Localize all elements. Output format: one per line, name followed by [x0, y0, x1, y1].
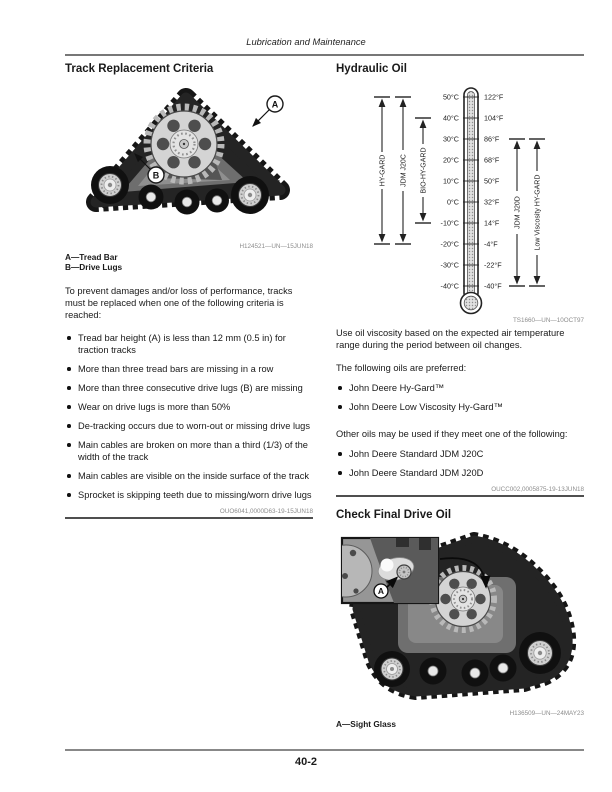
c-tick: 0°C: [447, 198, 459, 207]
c-tick: 10°C: [443, 177, 459, 186]
list-item: John Deere Low Viscosity Hy-Gard™: [336, 401, 584, 413]
right-column: Hydraulic Oil HY-GARD: [336, 63, 584, 743]
f-tick: -40°F: [484, 282, 502, 291]
c-tick: 50°C: [443, 93, 459, 102]
sight-glass: [396, 564, 412, 580]
section-separator: [65, 517, 313, 519]
list-item: Main cables are visible on the inside su…: [65, 470, 313, 482]
mid-rollers: [138, 184, 229, 215]
figure2-legend: A—Sight Glass: [336, 719, 584, 730]
legend-sight-glass: A—Sight Glass: [336, 719, 396, 729]
right-idler-wheel: [231, 176, 269, 214]
section-separator: [336, 495, 584, 497]
callout-a-label: A: [272, 99, 279, 109]
list-item: Wear on drive lugs is more than 50%: [65, 401, 313, 413]
section-heading-hydraulic-oil: Hydraulic Oil: [336, 63, 407, 75]
callout-a: A: [373, 583, 389, 599]
f-tick: 104°F: [484, 114, 504, 123]
list-item: Sprocket is skipping teeth due to missin…: [65, 489, 313, 501]
section-heading-track-replacement: Track Replacement Criteria: [65, 63, 214, 75]
c-tick: -10°C: [441, 219, 459, 228]
f-tick: 32°F: [484, 198, 500, 207]
list-item: More than three tread bars are missing i…: [65, 363, 313, 375]
legend-tread-bar: A—Tread Bar: [65, 252, 118, 262]
right-idler-wheel: [519, 632, 561, 674]
thermometer: [459, 87, 483, 315]
range-label-jdm-j20c: JDM J20C: [401, 154, 408, 187]
range-label-bio-hy-gard: BIO-HY-GARD: [421, 147, 428, 193]
list-item: John Deere Standard JDM J20C: [336, 448, 584, 460]
callout-b-label: B: [153, 170, 160, 180]
callout-a: A: [252, 95, 284, 127]
f-tick: -4°F: [484, 240, 498, 249]
left-idler-wheel: [91, 166, 129, 204]
f-tick: 68°F: [484, 156, 500, 165]
list-item: Tread bar height (A) is less than 12 mm …: [65, 332, 313, 356]
other-oils-intro: Other oils may be used if they meet one …: [336, 429, 568, 439]
fahrenheit-scale: 122°F 104°F 86°F 68°F 50°F 32°F 14°F -4°…: [484, 93, 504, 291]
list-item: John Deere Standard JDM J20D: [336, 467, 584, 479]
other-oils-list: John Deere Standard JDM J20C John Deere …: [336, 448, 584, 479]
range-label-jdm-j20d: JDM J20D: [515, 196, 522, 229]
range-hy-gard: HY-GARD: [374, 96, 390, 245]
running-header: Lubrication and Maintenance: [246, 37, 366, 47]
header-rule: [65, 54, 584, 56]
f-tick: 122°F: [484, 93, 504, 102]
c-tick: -20°C: [441, 240, 459, 249]
callout-a-arrow: [385, 576, 399, 589]
sight-glass-inset: A: [340, 536, 440, 605]
preferred-oils-intro: The following oils are preferred:: [336, 363, 467, 373]
oil-temperature-chart: HY-GARD JDM J20C BIO-HY-GARD: [374, 87, 545, 315]
inset-pointer-arrow: [439, 557, 491, 589]
c-tick: 20°C: [443, 156, 459, 165]
preferred-oils-list: John Deere Hy-Gard™ John Deere Low Visco…: [336, 382, 584, 413]
section-code: OUCC002,0005875-19-13JUN18: [491, 486, 584, 493]
celsius-scale: 50°C 40°C 30°C 20°C 10°C 0°C -10°C -20°C…: [441, 93, 459, 291]
f-tick: 50°F: [484, 177, 500, 186]
section-heading-final-drive: Check Final Drive Oil: [336, 509, 452, 521]
left-column: Track Replacement Criteria: [65, 63, 313, 531]
legend-drive-lugs: B—Drive Lugs: [65, 261, 123, 272]
list-item: Main cables are broken on more than a th…: [65, 439, 313, 463]
range-jdm-j20c: JDM J20C: [395, 96, 411, 245]
list-item: John Deere Hy-Gard™: [336, 382, 584, 394]
footer-rule: [65, 749, 584, 751]
oil-viscosity-paragraph: Use oil viscosity based on the expected …: [336, 328, 565, 350]
range-bio-hy-gard: BIO-HY-GARD: [415, 117, 431, 224]
track-replacement-intro: To prevent damages and/or loss of perfor…: [65, 286, 293, 320]
figure1-caption: H124521—UN—15JUN18: [239, 243, 314, 250]
left-idler-wheel: [374, 651, 410, 687]
c-tick: -30°C: [441, 261, 459, 270]
range-label-hy-gard: HY-GARD: [380, 155, 387, 187]
f-tick: 14°F: [484, 219, 500, 228]
figure2-caption: H136509—UN—24MAY23: [509, 710, 584, 717]
drive-sprocket: [429, 565, 497, 633]
final-drive-figure: A: [340, 532, 577, 700]
f-tick: 86°F: [484, 135, 500, 144]
mid-rollers: [419, 654, 517, 687]
c-tick: -40°C: [441, 282, 459, 291]
callout-b: B: [134, 153, 165, 184]
figure1-legend: A—Tread Bar B—Drive Lugs: [65, 252, 313, 272]
c-tick: 30°C: [443, 135, 459, 144]
track-criteria-list: Tread bar height (A) is less than 12 mm …: [65, 332, 313, 501]
thermometer-caption: TS1660—UN—10OCT97: [512, 317, 584, 324]
section-code: OUO6041,0000D63-19-15JUN18: [219, 508, 313, 515]
range-label-low-viscosity: Low Viscosity HY-GARD: [535, 175, 542, 251]
range-jdm-j20d: JDM J20D: [509, 138, 525, 287]
range-low-viscosity-hy-gard: Low Viscosity HY-GARD: [529, 138, 545, 287]
page-number: 40-2: [294, 756, 318, 768]
f-tick: -22°F: [484, 261, 502, 270]
list-item: De-tracking occurs due to worn-out or mi…: [65, 420, 313, 432]
c-tick: 40°C: [443, 114, 459, 123]
track-assembly-figure: A B: [86, 88, 290, 215]
list-item: More than three consecutive drive lugs (…: [65, 382, 313, 394]
callout-a-label: A: [378, 586, 384, 596]
drive-sprocket: [143, 103, 225, 185]
